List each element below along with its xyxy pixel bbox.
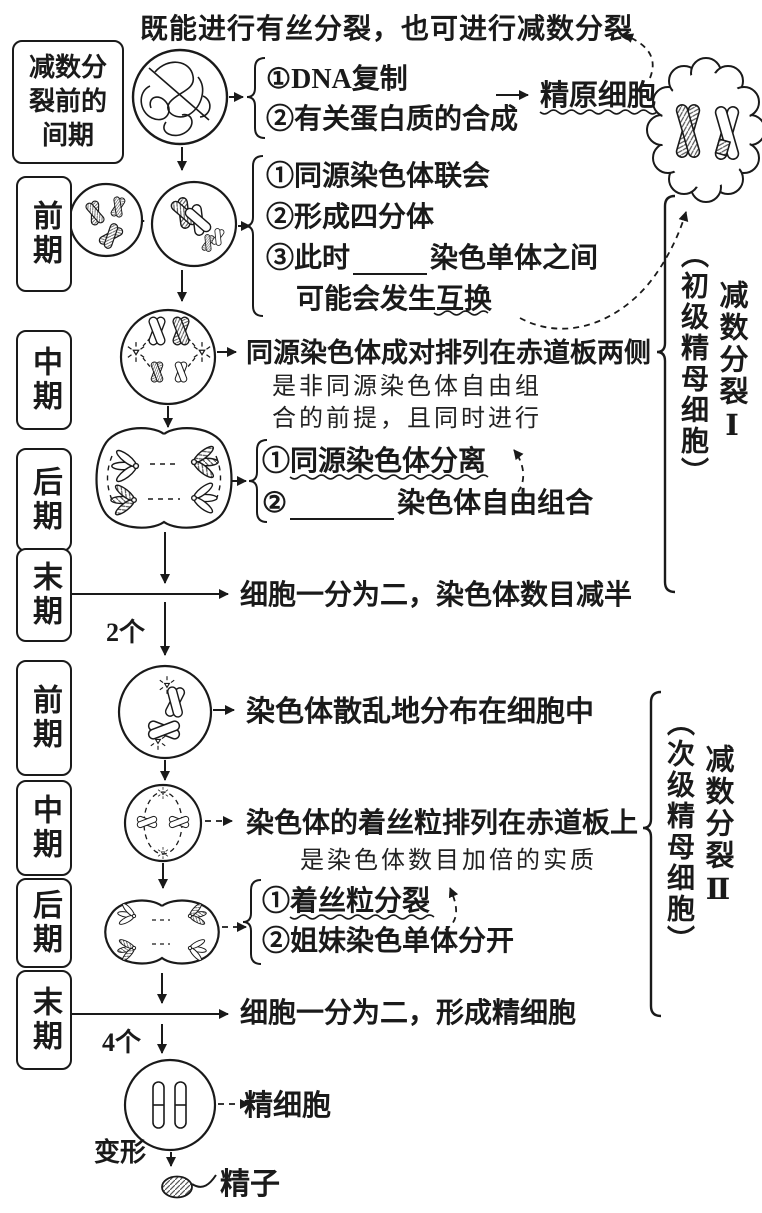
spermatid-cell-drawing — [123, 1058, 217, 1152]
stage-box-telophase1: 末期 — [16, 548, 72, 642]
fill-in-blank — [353, 247, 428, 276]
metaphase2-cell-drawing — [123, 783, 203, 863]
count-4-label: 4个 — [102, 1028, 142, 1057]
stage-box-anaphase1: 后期 — [16, 448, 72, 552]
anaphase1-item-2: ② 染色体自由组合 — [262, 488, 594, 521]
spermatid-label: 精细胞 — [244, 1090, 332, 1122]
brace-anaphase2-items — [242, 879, 262, 965]
anaphase2-item-2: ②姐妹染色单体分开 — [262, 926, 515, 957]
meiosis2-division-label: 减数分裂Ⅱ — [701, 744, 733, 909]
prophase1-item-3-pre: ③此时 — [266, 243, 351, 274]
brace-prophase1-items — [244, 155, 264, 317]
prophase2-cell-drawing — [117, 664, 213, 760]
interphase-item-2: ②有关蛋白质的合成 — [266, 104, 519, 135]
telophase1-text: 细胞一分为二，染色体数目减半 — [240, 580, 633, 611]
spermatogonium-label: 精原细胞 — [540, 80, 657, 112]
anaphase1-item-2-post: 染色体自由组合 — [397, 488, 594, 519]
metaphase1-note-line2: 合的前提，且同时进行 — [272, 406, 542, 432]
meiosis2-cell-label: （次级精母细胞） — [663, 708, 694, 956]
anaphase1-item-2-pre: ② — [262, 488, 288, 519]
prophase1-item-3-line2: 可能会发生互换 — [296, 284, 493, 315]
meiosis1-division-label: 减数分裂Ⅰ — [715, 280, 747, 445]
prophase1-item-2: ②形成四分体 — [266, 202, 435, 233]
transform-label: 变形 — [94, 1138, 147, 1167]
fill-in-blank — [290, 492, 395, 521]
metaphase1-text: 同源染色体成对排列在赤道板两侧 — [246, 338, 651, 368]
interphase-item-1: ①DNA复制 — [266, 64, 408, 95]
wavy-underlines — [289, 109, 658, 920]
stage-box-telophase2: 末期 — [16, 970, 72, 1070]
interphase-cell-drawing — [131, 48, 229, 146]
stage-box-anaphase2: 后期 — [16, 878, 72, 968]
prophase1-cells-drawing — [68, 180, 238, 268]
stage-box-prophase1: 前期 — [16, 176, 72, 292]
sperm-label: 精子 — [220, 1168, 280, 1201]
meiosis1-cell-label: （初级精母细胞） — [677, 240, 708, 488]
prophase1-item-3-post: 染色单体之间 — [430, 243, 599, 274]
crossover-cloud — [646, 57, 762, 203]
dashed-arrows — [205, 33, 689, 1109]
prophase1-item-1: ①同源染色体联会 — [266, 161, 491, 192]
braces — [242, 57, 676, 1018]
brace-meiosis1 — [656, 194, 676, 594]
metaphase1-note-line1: 是非同源染色体自由组 — [272, 374, 542, 400]
anaphase2-item-1: ①着丝粒分裂 — [262, 886, 431, 917]
stage-box-interphase: 减数分裂前的间期 — [12, 40, 124, 164]
stage-box-metaphase1: 中期 — [16, 330, 72, 430]
stage-box-metaphase2: 中期 — [16, 780, 72, 876]
brace-interphase-items — [246, 57, 266, 139]
anaphase2-cell-drawing — [104, 899, 220, 965]
anaphase1-item-1: ①同源染色体分离 — [262, 446, 487, 477]
metaphase2-text: 染色体的着丝粒排列在赤道板上 — [246, 808, 639, 839]
anaphase2-note: 是染色体数目加倍的实质 — [300, 848, 597, 874]
cloud-chromosome-crossover — [714, 106, 740, 160]
telophase2-text: 细胞一分为二，形成精细胞 — [240, 998, 577, 1029]
diagram-title: 既能进行有丝分裂，也可进行减数分裂 — [140, 14, 634, 45]
cloud-chromosome-hatched — [675, 104, 701, 158]
flow-arrows — [70, 90, 529, 1167]
prophase1-item-3: ③此时 染色单体之间 — [266, 243, 599, 276]
prophase2-text: 染色体散乱地分布在细胞中 — [246, 696, 595, 728]
brace-anaphase1-items — [248, 439, 268, 523]
sperm-drawing — [161, 1174, 217, 1199]
brace-meiosis2 — [642, 690, 662, 1018]
count-2-label: 2个 — [106, 618, 146, 647]
anaphase1-cell-drawing — [95, 427, 233, 529]
stage-box-prophase2: 前期 — [16, 660, 72, 776]
metaphase1-cell-drawing — [119, 308, 217, 406]
